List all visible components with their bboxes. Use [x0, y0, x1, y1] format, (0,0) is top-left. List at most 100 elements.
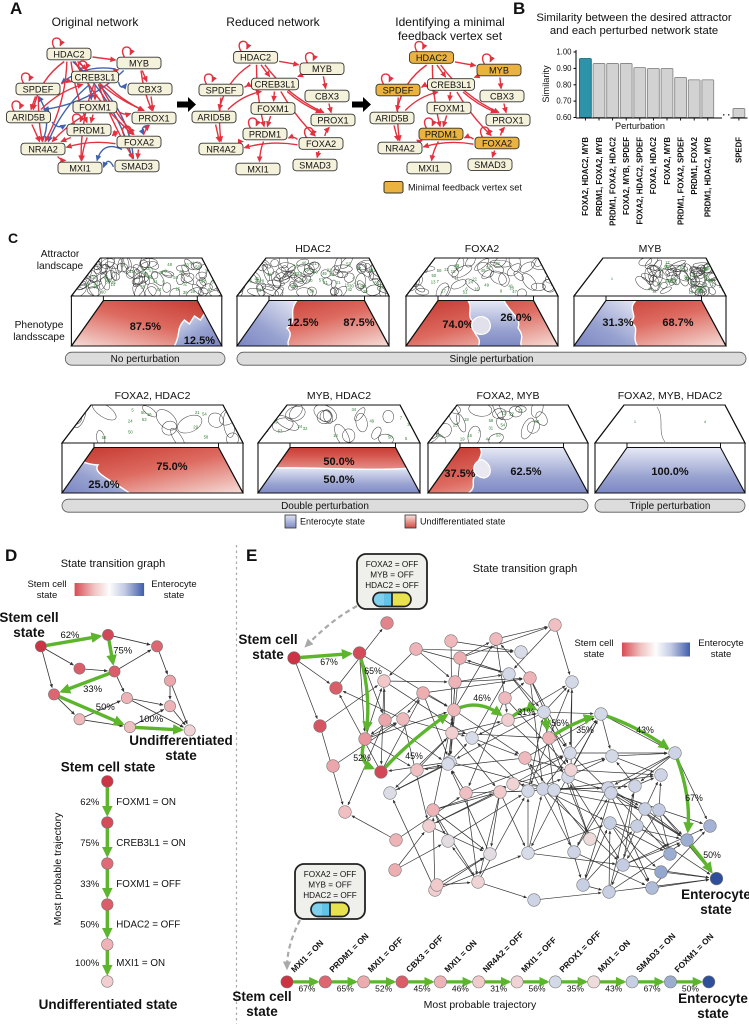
svg-text:HDAC2 = OFF: HDAC2 = OFF [116, 920, 180, 931]
svg-text:13: 13 [502, 411, 507, 416]
svg-text:49: 49 [484, 283, 489, 288]
svg-text:33: 33 [291, 284, 296, 289]
svg-text:59: 59 [695, 287, 700, 292]
svg-text:50: 50 [128, 430, 133, 435]
svg-text:Stem cell: Stem cell [27, 579, 66, 590]
svg-text:17: 17 [665, 260, 670, 265]
svg-text:FOXA2, HDAC2, SPDEF: FOXA2, HDAC2, SPDEF [636, 137, 645, 225]
svg-text:68.7%: 68.7% [662, 317, 693, 329]
svg-text:D: D [5, 546, 17, 565]
svg-text:49: 49 [369, 418, 374, 423]
svg-text:57: 57 [486, 265, 491, 270]
svg-text:C: C [8, 230, 18, 246]
svg-text:MXI1 = ON: MXI1 = ON [116, 958, 165, 969]
svg-text:24: 24 [292, 271, 297, 276]
svg-text:59: 59 [309, 289, 314, 294]
svg-text:41: 41 [267, 272, 272, 277]
svg-text:SPEDF: SPEDF [735, 137, 744, 163]
svg-text:PRDM1, FOXA2, HDAC2: PRDM1, FOXA2, HDAC2 [608, 136, 617, 225]
svg-text:59: 59 [664, 265, 669, 270]
svg-text:FOXA2: FOXA2 [306, 139, 336, 149]
svg-text:FOXM1: FOXM1 [433, 103, 465, 113]
svg-text:15: 15 [345, 282, 350, 287]
svg-text:CBX3: CBX3 [315, 91, 339, 101]
svg-text:12.5%: 12.5% [184, 335, 215, 347]
svg-text:35: 35 [368, 268, 373, 273]
svg-text:0.70: 0.70 [556, 97, 572, 106]
svg-text:50%: 50% [703, 850, 721, 860]
svg-text:42: 42 [665, 279, 670, 284]
svg-text:MXI1: MXI1 [69, 163, 90, 173]
svg-text:14: 14 [110, 282, 115, 287]
svg-text:11: 11 [455, 276, 460, 281]
svg-text:HDAC2: HDAC2 [240, 53, 271, 63]
svg-text:0.90: 0.90 [556, 64, 572, 73]
svg-text:Double perturbation: Double perturbation [281, 501, 369, 512]
svg-text:16: 16 [147, 412, 152, 417]
svg-text:CBX3: CBX3 [490, 91, 514, 101]
svg-text:Triple perturbation: Triple perturbation [630, 501, 711, 512]
svg-text:NR4A2: NR4A2 [28, 144, 58, 154]
svg-text:SMAD3: SMAD3 [299, 160, 331, 170]
svg-text:PRDM1, FOXA2, MYB: PRDM1, FOXA2, MYB [595, 137, 604, 217]
svg-text:MXI1: MXI1 [247, 164, 268, 174]
svg-text:28: 28 [299, 278, 304, 283]
svg-text:SPDEF: SPDEF [23, 84, 54, 94]
svg-text:29: 29 [436, 433, 441, 438]
svg-text:MYB: MYB [489, 65, 509, 75]
svg-text:36: 36 [255, 278, 260, 283]
svg-text:Undifferentiated: Undifferentiated [129, 733, 233, 748]
svg-text:26.0%: 26.0% [500, 312, 531, 324]
svg-text:Stem cell: Stem cell [232, 989, 291, 1004]
svg-text:6: 6 [211, 279, 214, 284]
svg-text:75.0%: 75.0% [156, 461, 187, 473]
svg-text:39: 39 [672, 281, 677, 286]
svg-text:MYB: MYB [312, 64, 332, 74]
svg-text:34: 34 [106, 278, 111, 283]
svg-text:FOXA2, MYB, HDAC2: FOXA2, MYB, HDAC2 [618, 390, 723, 402]
svg-text:7: 7 [478, 429, 481, 434]
svg-text:58: 58 [374, 280, 379, 285]
svg-text:18: 18 [703, 274, 708, 279]
svg-text:6: 6 [660, 266, 663, 271]
svg-text:48: 48 [167, 262, 172, 267]
svg-text:MYB: MYB [129, 58, 149, 68]
svg-text:29: 29 [363, 289, 368, 294]
svg-text:40: 40 [302, 261, 307, 266]
svg-text:17: 17 [149, 267, 154, 272]
svg-text:3: 3 [708, 287, 711, 292]
svg-text:Perturbation: Perturbation [615, 121, 665, 131]
svg-text:Similarity between the desired: Similarity between the desired attractor [536, 12, 732, 24]
svg-text:PROX1: PROX1 [492, 115, 523, 125]
svg-text:50: 50 [388, 434, 393, 439]
svg-text:13: 13 [431, 280, 436, 285]
svg-text:B: B [513, 0, 525, 18]
svg-text:21: 21 [472, 277, 477, 282]
svg-text:38: 38 [703, 267, 708, 272]
svg-text:42: 42 [94, 282, 99, 287]
svg-text:FOXA2, MYB, SPDEF: FOXA2, MYB, SPDEF [622, 137, 631, 215]
svg-text:State transition graph: State transition graph [473, 563, 578, 575]
svg-text:state: state [165, 748, 197, 763]
svg-text:E: E [246, 546, 257, 565]
svg-text:31%: 31% [517, 707, 535, 717]
svg-text:52: 52 [330, 272, 335, 277]
svg-text:100%: 100% [75, 958, 100, 969]
svg-text:25.0%: 25.0% [88, 479, 119, 491]
svg-text:42: 42 [159, 270, 164, 275]
svg-text:16: 16 [294, 264, 299, 269]
svg-text:state: state [13, 625, 45, 640]
svg-text:MXI1: MXI1 [418, 163, 439, 173]
svg-text:11: 11 [652, 289, 657, 294]
svg-text:16: 16 [467, 433, 472, 438]
svg-text:HDAC2: HDAC2 [295, 243, 331, 255]
svg-text:FOXA2, MYB: FOXA2, MYB [663, 137, 672, 185]
svg-text:53: 53 [369, 268, 374, 273]
svg-text:state: state [252, 647, 284, 662]
svg-text:CREB3L1 = ON: CREB3L1 = ON [116, 838, 185, 849]
svg-text:30: 30 [105, 280, 110, 285]
svg-text:4: 4 [300, 271, 303, 276]
svg-text:12.5%: 12.5% [287, 317, 318, 329]
svg-text:FOXM1: FOXM1 [79, 102, 111, 112]
svg-text:53: 53 [184, 263, 189, 268]
